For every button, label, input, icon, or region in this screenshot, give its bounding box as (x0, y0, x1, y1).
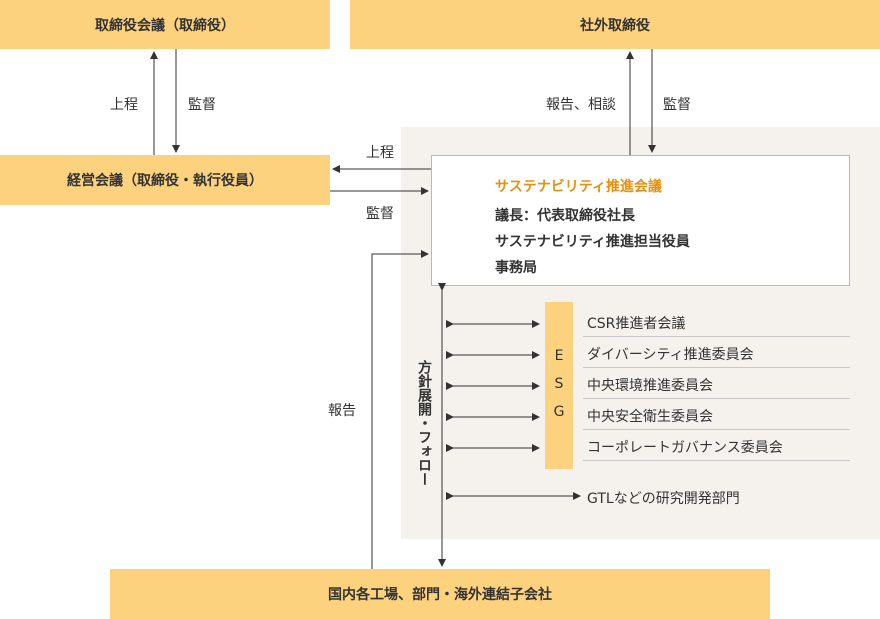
domestic-label: 国内各工場、部門・海外連結子会社 (328, 587, 552, 603)
board-meeting-box: 取締役会議（取締役） (0, 0, 330, 49)
management-meeting-label: 経営会議（取締役・執行役員） (67, 173, 263, 189)
sustainability-council-box: サステナビリティ推進会議 議長：代表取締役社長 サステナビリティ推進担当役員 事… (431, 155, 850, 286)
committee-divider (583, 429, 850, 430)
label-submit-top: 上程 (110, 97, 138, 113)
committee-divider (583, 336, 850, 337)
council-title: サステナビリティ推進会議 (495, 179, 662, 195)
esg-bar (545, 302, 573, 469)
committee-environment: 中央環境推進委員会 (587, 378, 713, 394)
label-policy-deployment: 方針展開・フォロー (416, 360, 432, 486)
board-meeting-label: 取締役会議（取締役） (95, 17, 235, 34)
esg-letter-e: E (554, 348, 564, 364)
esg-letter-g: G (553, 404, 565, 420)
committee-csr: CSR推進者会議 (587, 316, 686, 332)
label-supervise-right: 監督 (663, 97, 691, 113)
label-submit-mid: 上程 (366, 145, 394, 161)
outside-directors-box: 社外取締役 (350, 0, 880, 49)
council-secretariat: 事務局 (495, 260, 537, 276)
label-report-consult: 報告、相談 (546, 97, 616, 113)
committee-safety: 中央安全衛生委員会 (587, 409, 713, 425)
committee-divider (583, 460, 850, 461)
committee-divider (583, 398, 850, 399)
management-meeting-box: 経営会議（取締役・執行役員） (0, 155, 330, 205)
label-report: 報告 (328, 403, 356, 419)
committee-governance: コーポレートガバナンス委員会 (587, 440, 783, 456)
label-supervise-top: 監督 (188, 97, 216, 113)
committee-divider (583, 367, 850, 368)
committee-diversity: ダイバーシティ推進委員会 (587, 347, 754, 363)
council-chair: 議長：代表取締役社長 (495, 208, 635, 224)
domestic-box: 国内各工場、部門・海外連結子会社 (110, 569, 770, 619)
council-officer: サステナビリティ推進担当役員 (495, 234, 690, 250)
label-supervise-mid: 監督 (366, 206, 394, 222)
outside-directors-label: 社外取締役 (580, 17, 650, 34)
gtl-label: GTLなどの研究開発部門 (587, 491, 740, 507)
esg-letter-s: S (554, 376, 564, 392)
